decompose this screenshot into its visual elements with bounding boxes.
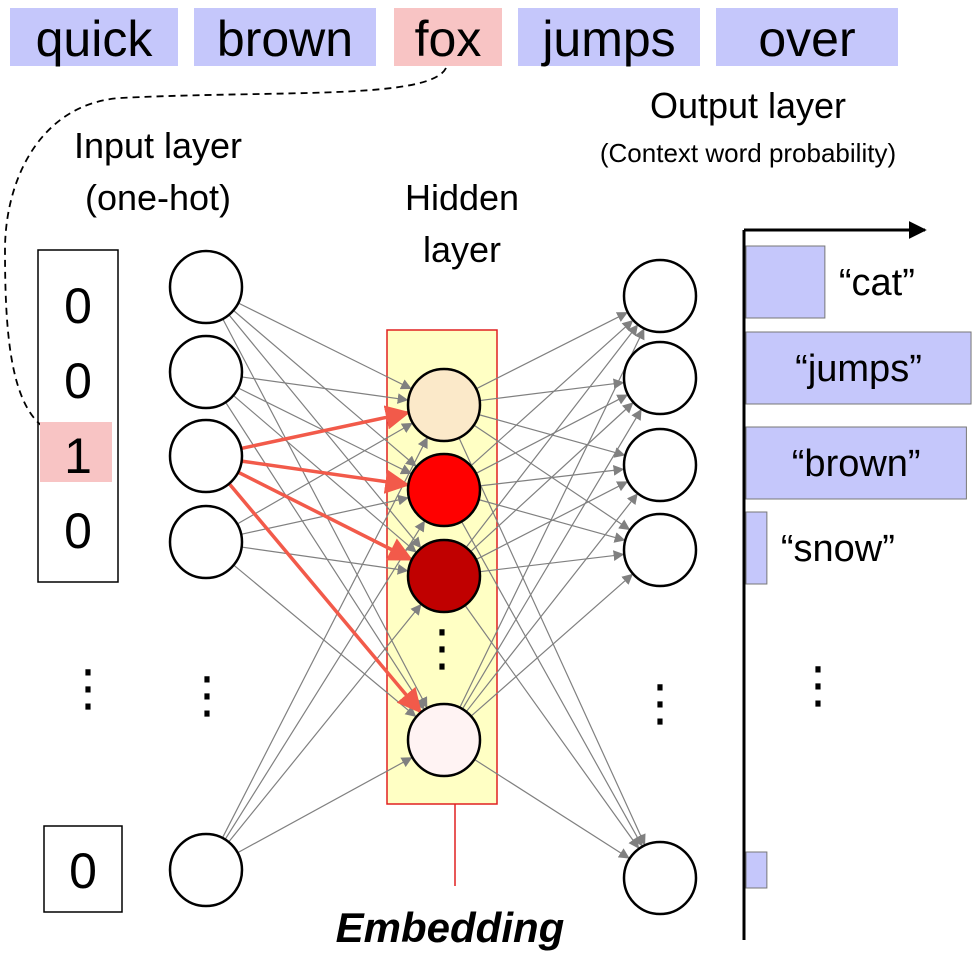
connection-input-4-hidden-3 bbox=[237, 757, 413, 854]
connection-hidden-0-output-0 bbox=[475, 312, 628, 390]
connection-input-4-hidden-1 bbox=[224, 520, 425, 840]
onehot-hot-entry-highlight bbox=[40, 422, 112, 482]
output-bar-3 bbox=[745, 511, 768, 585]
input-node-1 bbox=[168, 334, 244, 410]
hidden-node-3 bbox=[406, 702, 482, 778]
connection-input-1-hidden-0 bbox=[241, 376, 409, 404]
connection-input-0-hidden-0 bbox=[237, 302, 412, 390]
input-layer-subtitle: (one-hot) bbox=[85, 177, 231, 218]
active-connection-hidden-3 bbox=[227, 482, 422, 714]
word-over: over bbox=[758, 11, 855, 67]
output-node-1 bbox=[622, 340, 698, 416]
output-layer-title: Output layer bbox=[650, 85, 846, 126]
connection-hidden-1-output-4 bbox=[460, 521, 643, 847]
output-node-3 bbox=[622, 512, 698, 588]
hidden-layer-subtitle: layer bbox=[423, 229, 501, 270]
onehot-value-2: 1 bbox=[64, 428, 92, 484]
hidden-layer-title: Hidden bbox=[405, 177, 519, 218]
onehot-value-1: 0 bbox=[64, 353, 92, 409]
connection-hidden-0-output-4 bbox=[458, 437, 646, 846]
hidden-node-1 bbox=[406, 452, 482, 528]
word-quick: quick bbox=[36, 11, 154, 67]
connection-hidden-2-output-1 bbox=[470, 402, 634, 553]
active-connection-hidden-1 bbox=[241, 459, 410, 494]
hidden-nodes-ellipsis: ⋮ bbox=[417, 620, 467, 676]
output-bar-0 bbox=[745, 245, 826, 319]
onehot-value-last: 0 bbox=[69, 843, 97, 899]
active-connection-hidden-2 bbox=[237, 470, 414, 561]
output-bar-label-0: “cat” bbox=[839, 262, 915, 304]
sentence-row: quick brown fox jumps over bbox=[10, 8, 898, 67]
output-node-4 bbox=[622, 840, 698, 916]
hidden-node-0 bbox=[406, 367, 482, 443]
connection-hidden-2-output-4 bbox=[464, 604, 640, 849]
output-bar-2 bbox=[745, 426, 967, 500]
connection-hidden-3-output-2 bbox=[465, 493, 638, 713]
output-bar-4 bbox=[745, 851, 768, 889]
word-box-quick bbox=[10, 8, 178, 66]
connection-input-1-hidden-3 bbox=[225, 401, 425, 710]
word-brown: brown bbox=[217, 11, 353, 67]
word-box-jumps bbox=[518, 8, 700, 66]
word-jumps: jumps bbox=[540, 11, 675, 67]
output-bar-1 bbox=[745, 331, 972, 405]
connection-hidden-3-output-3 bbox=[470, 573, 634, 717]
active-connection-hidden-0 bbox=[240, 405, 411, 451]
connection-hidden-3-output-1 bbox=[461, 408, 642, 710]
output-node-2 bbox=[622, 427, 698, 503]
input-nodes-ellipsis: ⋮ bbox=[182, 667, 232, 723]
input-node-2 bbox=[168, 418, 244, 494]
connection-input-0-hidden-3 bbox=[222, 318, 428, 709]
connection-hidden-1-output-1 bbox=[475, 394, 629, 474]
connection-hidden-2-output-3 bbox=[479, 550, 625, 573]
output-bars-ellipsis: ⋮ bbox=[793, 657, 843, 713]
connection-input-3-hidden-2 bbox=[241, 546, 409, 575]
connection-hidden-2-output-2 bbox=[475, 481, 629, 561]
output-nodes-ellipsis: ⋮ bbox=[635, 675, 685, 731]
connection-hidden-2-output-0 bbox=[465, 324, 639, 548]
input-node-4 bbox=[168, 832, 244, 908]
connection-input-3-hidden-3 bbox=[233, 564, 417, 718]
input-node-3 bbox=[168, 504, 244, 580]
output-bar-label-3: “snow” bbox=[781, 528, 895, 570]
onehot-vector-box bbox=[37, 249, 119, 583]
output-node-0 bbox=[622, 258, 698, 334]
input-node-0 bbox=[168, 249, 244, 325]
onehot-ellipsis: ⋮ bbox=[63, 660, 113, 716]
word-fox: fox bbox=[415, 11, 482, 67]
connection-hidden-0-output-1 bbox=[479, 378, 625, 402]
output-bar-label-2: “brown” bbox=[792, 443, 921, 485]
onehot-value-0: 0 bbox=[64, 278, 92, 334]
onehot-last-box bbox=[43, 825, 123, 913]
hidden-node-2 bbox=[406, 538, 482, 614]
connection-hidden-3-output-4 bbox=[474, 758, 630, 859]
embedding-label: Embedding bbox=[336, 904, 565, 951]
connection-hidden-3-output-0 bbox=[459, 328, 645, 708]
connection-hidden-1-output-0 bbox=[470, 320, 634, 467]
output-bar-label-1: “jumps” bbox=[795, 348, 922, 390]
fox-to-onehot-connector bbox=[4, 67, 447, 427]
input-layer-title: Input layer bbox=[74, 125, 242, 166]
word-box-fox bbox=[394, 8, 502, 66]
connection-input-4-hidden-2 bbox=[228, 603, 422, 843]
word-box-over bbox=[716, 8, 898, 66]
output-layer-subtitle: (Context word probability) bbox=[600, 138, 896, 168]
connection-input-4-hidden-0 bbox=[221, 436, 428, 839]
onehot-value-3: 0 bbox=[64, 503, 92, 559]
word-box-brown bbox=[194, 8, 376, 66]
output-bars: “cat” “jumps” “brown” “snow” bbox=[745, 245, 972, 889]
network-nodes bbox=[168, 249, 698, 916]
network-connections bbox=[221, 302, 646, 859]
